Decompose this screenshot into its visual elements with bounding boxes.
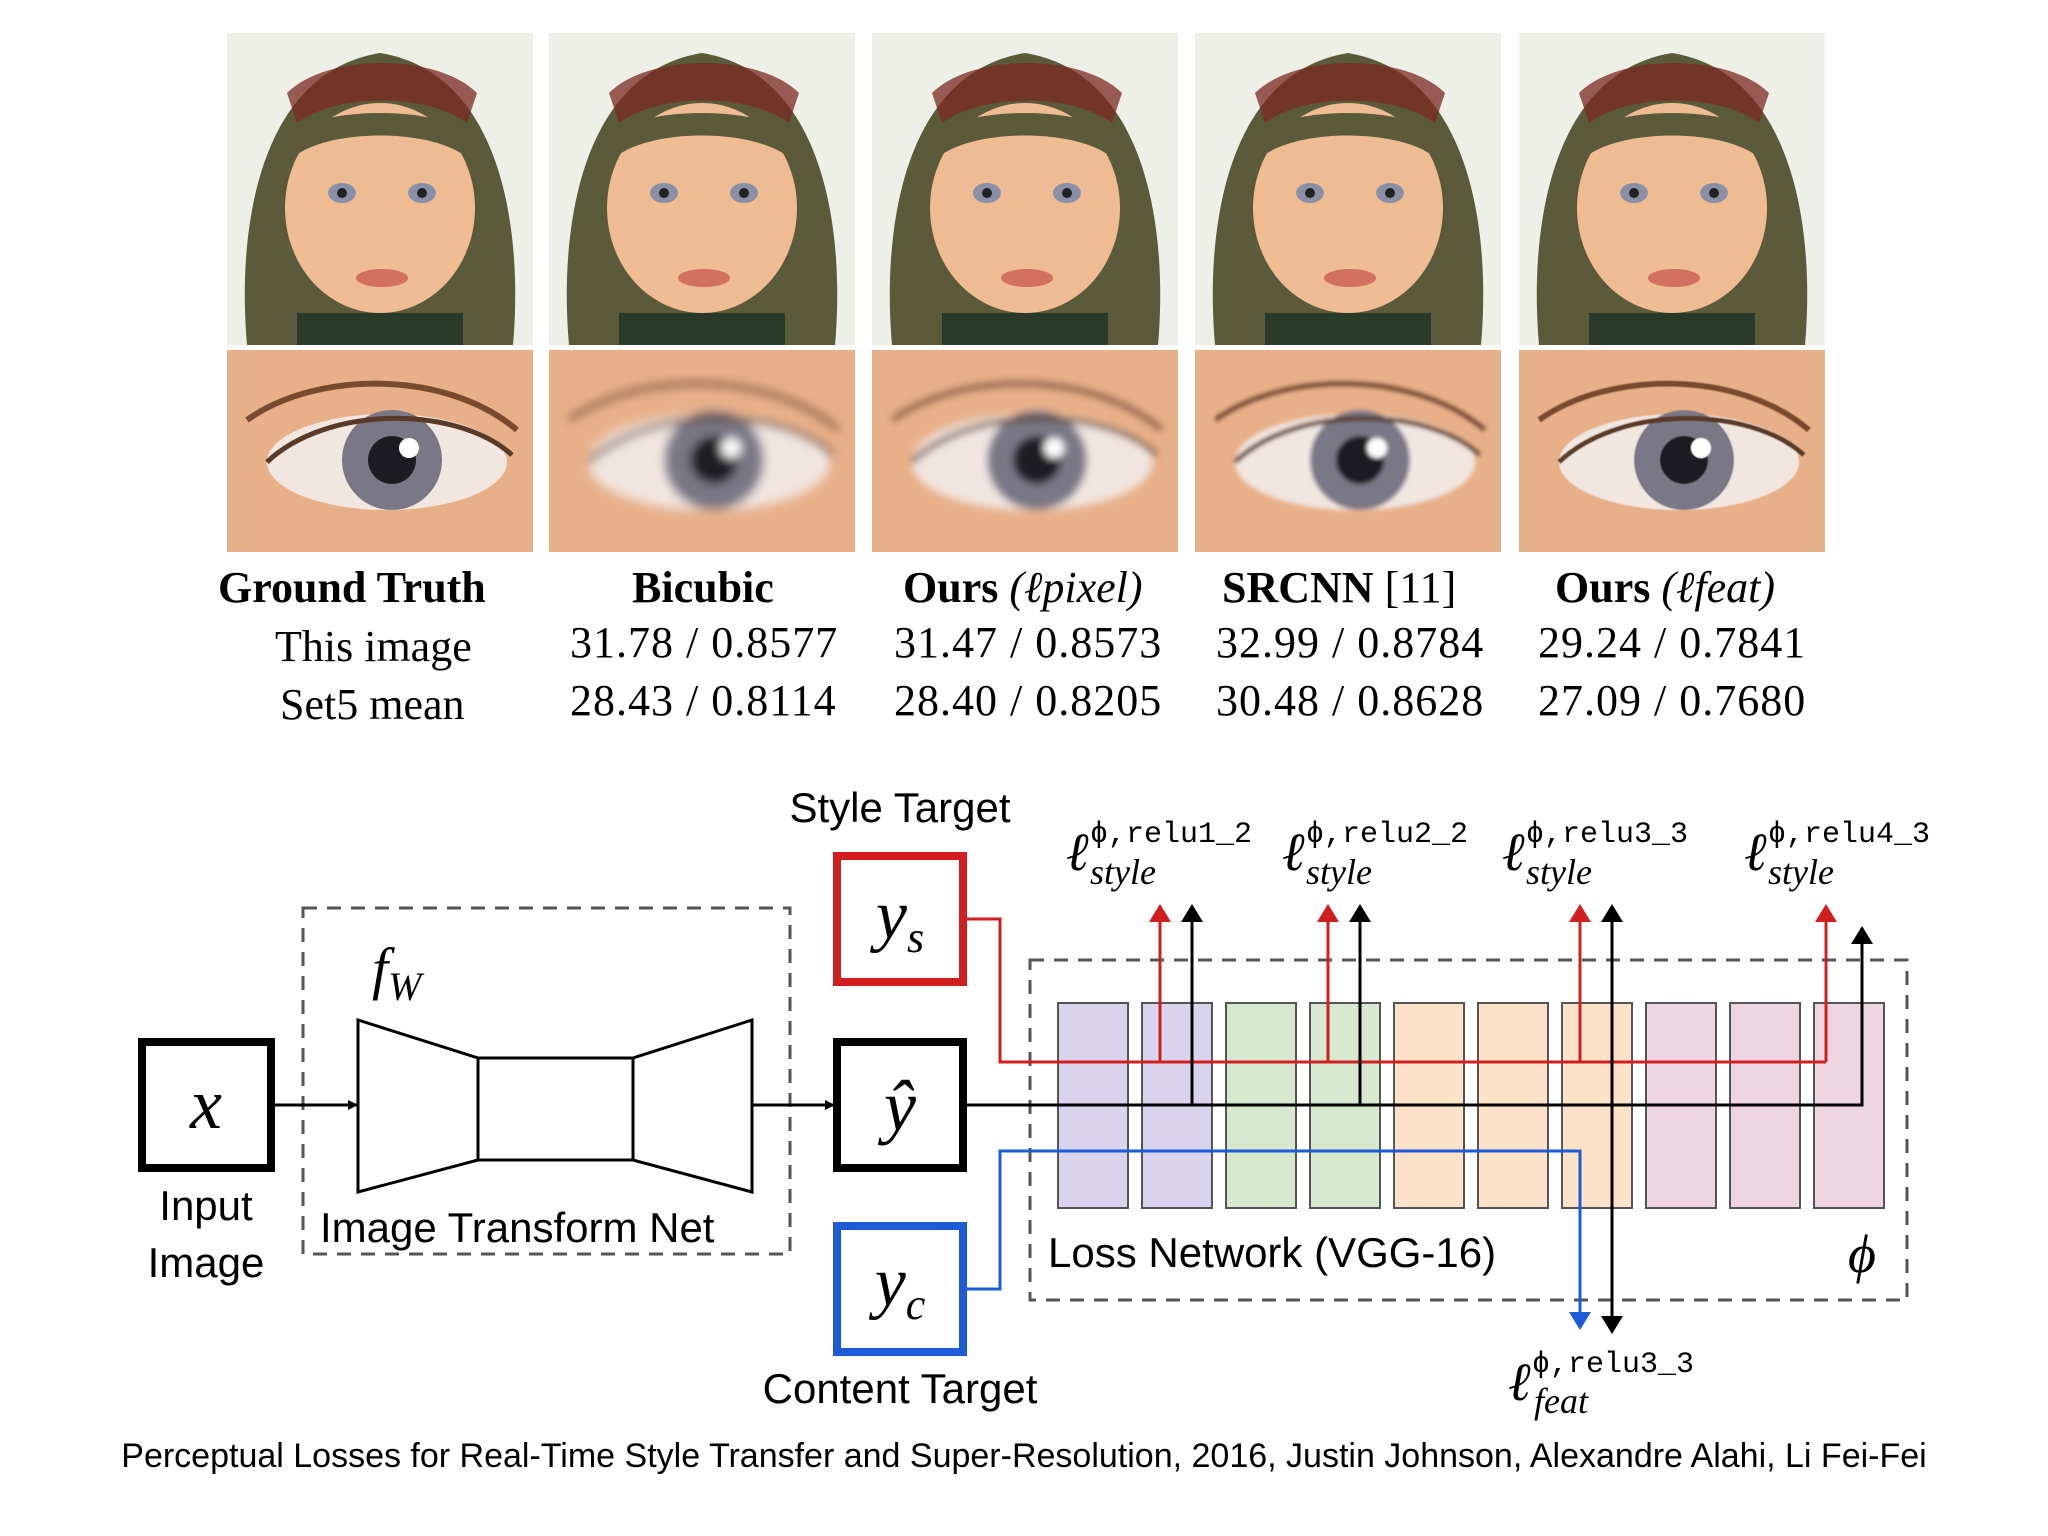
style-loss-sub: style: [1526, 852, 1592, 892]
style-loss-sub: style: [1306, 852, 1372, 892]
eye-image-bicubic: [549, 350, 855, 552]
bottleneck-shape: [476, 1056, 635, 1162]
feat-loss-sup: ϕ,relu3_3: [1532, 1348, 1694, 1382]
table-cell: 27.09 / 0.7680: [1538, 676, 1807, 725]
decoder-shape: [631, 1017, 754, 1194]
table-cell: 28.43 / 0.8114: [570, 676, 837, 725]
loss-network-box: [1028, 958, 1909, 1302]
style-loss-sup: ϕ,relu4_3: [1768, 818, 1930, 852]
col-header-bicubic: Bicubic: [632, 563, 774, 612]
eye-image-ours-feat: [1519, 350, 1825, 552]
col-header-ours-feat: Ours (ℓfeat): [1555, 563, 1775, 612]
yhat-path: [963, 926, 1873, 1107]
content-path: [963, 1149, 1591, 1330]
loss-network-label: Loss Network (VGG-16): [1048, 1229, 1496, 1276]
face-image-ours-feat: [1519, 33, 1825, 345]
table-cell: 31.47 / 0.8573: [894, 618, 1163, 667]
face-image-ground-truth: [227, 33, 533, 345]
table-cell: 32.99 / 0.8784: [1216, 618, 1485, 667]
style-path: [963, 917, 1826, 1064]
style-loss-sub: style: [1768, 852, 1834, 892]
content-target-label: Content Target: [763, 1365, 1038, 1412]
col-header-ground-truth: Ground Truth: [218, 563, 486, 612]
ys-symbol: ys: [870, 877, 924, 962]
ell-symbol: ℓ: [1744, 822, 1767, 882]
input-label-2: Image: [148, 1239, 265, 1286]
table-cell: 30.48 / 0.8628: [1216, 676, 1485, 725]
table-cell: 29.24 / 0.7841: [1538, 618, 1807, 667]
face-image-srcnn: [1195, 33, 1501, 345]
fw-label: fW: [372, 936, 425, 1009]
face-image-bicubic: [549, 33, 855, 345]
row-label-this-image: This image: [275, 622, 472, 671]
table-cell: 31.78 / 0.8577: [570, 618, 839, 667]
col-header-ours-pixel: Ours (ℓpixel): [903, 563, 1143, 612]
style-target-label: Style Target: [789, 784, 1010, 831]
yhat-symbol: ŷ: [877, 1066, 916, 1146]
loss-arrows: [1149, 904, 1837, 1334]
eye-image-ours-pixel: [872, 350, 1178, 552]
architecture-diagram: fW Image Transform Net x Input Image Sty…: [138, 784, 1930, 1421]
feat-loss-sub: feat: [1534, 1381, 1589, 1421]
phi-symbol: ϕ: [1848, 1224, 1876, 1284]
input-x-box: [138, 1038, 275, 1172]
col-header-srcnn: SRCNN [11]: [1222, 563, 1457, 612]
figure-caption: Perceptual Losses for Real-Time Style Tr…: [121, 1437, 1927, 1475]
ell-symbol: ℓ: [1502, 822, 1525, 882]
transform-net-label: Image Transform Net: [320, 1204, 715, 1251]
style-loss-sub: style: [1090, 852, 1156, 892]
input-label-1: Input: [159, 1182, 253, 1229]
row-label-set5-mean: Set5 mean: [280, 680, 465, 729]
ell-symbol: ℓ: [1066, 822, 1089, 882]
input-x-symbol: x: [189, 1064, 222, 1144]
encoder-shape: [356, 1017, 480, 1194]
style-loss-sup: ϕ,relu2_2: [1306, 818, 1468, 852]
table-cell: 28.40 / 0.8205: [894, 676, 1163, 725]
transform-net-box: [301, 906, 792, 1256]
eye-image-ground-truth: [227, 350, 533, 552]
face-image-ours-pixel: [872, 33, 1178, 345]
style-loss-sup: ϕ,relu1_2: [1090, 818, 1252, 852]
ell-symbol: ℓ: [1282, 822, 1305, 882]
yc-symbol: yc: [869, 1244, 926, 1329]
style-loss-sup: ϕ,relu3_3: [1526, 818, 1688, 852]
eye-image-srcnn: [1195, 350, 1501, 552]
ell-symbol: ℓ: [1508, 1352, 1531, 1412]
